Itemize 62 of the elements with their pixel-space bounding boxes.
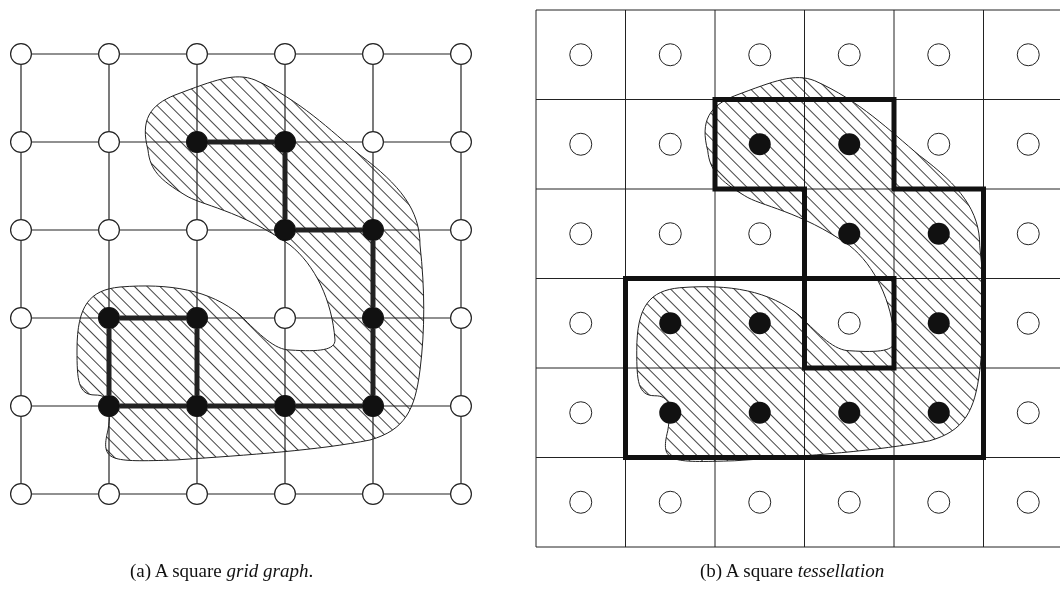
- grid-edge: [383, 229, 451, 231]
- grid-edge: [460, 152, 462, 220]
- grid-edge: [196, 416, 198, 484]
- grid-edge: [460, 240, 462, 308]
- thick-edge: [208, 403, 274, 409]
- grid-edge: [196, 152, 198, 220]
- grid-edge: [284, 328, 286, 396]
- thick-edge: [296, 227, 362, 233]
- grid-edge: [108, 152, 110, 220]
- thick-edge: [120, 403, 186, 409]
- grid-edge: [196, 64, 198, 132]
- grid-edge: [372, 416, 374, 484]
- grid-edge: [383, 405, 451, 407]
- grid-edge: [20, 64, 22, 132]
- grid-edge: [20, 240, 22, 308]
- grid-edge: [31, 141, 99, 143]
- grid-edge: [20, 416, 22, 484]
- grid-edge: [460, 328, 462, 396]
- grid-edge: [383, 317, 451, 319]
- grid-edge: [196, 240, 198, 308]
- grid-edge: [20, 152, 22, 220]
- grid-edge: [108, 416, 110, 484]
- grid-edge: [207, 493, 275, 495]
- grid-edge: [108, 240, 110, 308]
- grid-edge: [31, 53, 99, 55]
- grid-edge: [295, 317, 363, 319]
- thick-edge: [296, 403, 362, 409]
- thick-edge: [370, 241, 376, 307]
- grid-edge: [372, 152, 374, 220]
- thick-edge: [370, 329, 376, 395]
- thick-edge: [194, 329, 200, 395]
- grid-edge: [284, 416, 286, 484]
- grid-edge: [460, 64, 462, 132]
- grid-edge: [31, 493, 99, 495]
- grid-edge: [20, 328, 22, 396]
- grid-edge: [119, 493, 187, 495]
- grid-edge: [295, 141, 363, 143]
- thick-edge: [106, 329, 112, 395]
- grid-edge: [108, 64, 110, 132]
- grid-edge: [383, 493, 451, 495]
- grid-edge: [383, 53, 451, 55]
- grid-edge: [460, 416, 462, 484]
- grid-edge: [31, 317, 99, 319]
- grid-edge: [31, 229, 99, 231]
- grid-edge: [207, 317, 275, 319]
- grid-edge: [284, 240, 286, 308]
- thick-edge: [120, 315, 186, 321]
- caption: (a) A square grid graph.: [130, 560, 314, 582]
- thick-edge: [282, 153, 288, 219]
- grid-edge: [31, 405, 99, 407]
- grid-edge: [207, 53, 275, 55]
- thick-edge: [208, 139, 274, 145]
- grid-edge: [372, 64, 374, 132]
- grid-edge: [295, 493, 363, 495]
- grid-edge: [119, 229, 187, 231]
- grid-edge: [284, 64, 286, 132]
- caption: (b) A square tessellation: [700, 560, 885, 582]
- grid-edge: [383, 141, 451, 143]
- grid-edge: [295, 53, 363, 55]
- grid-edge: [119, 53, 187, 55]
- grid-edge: [207, 229, 275, 231]
- grid-edge: [119, 141, 187, 143]
